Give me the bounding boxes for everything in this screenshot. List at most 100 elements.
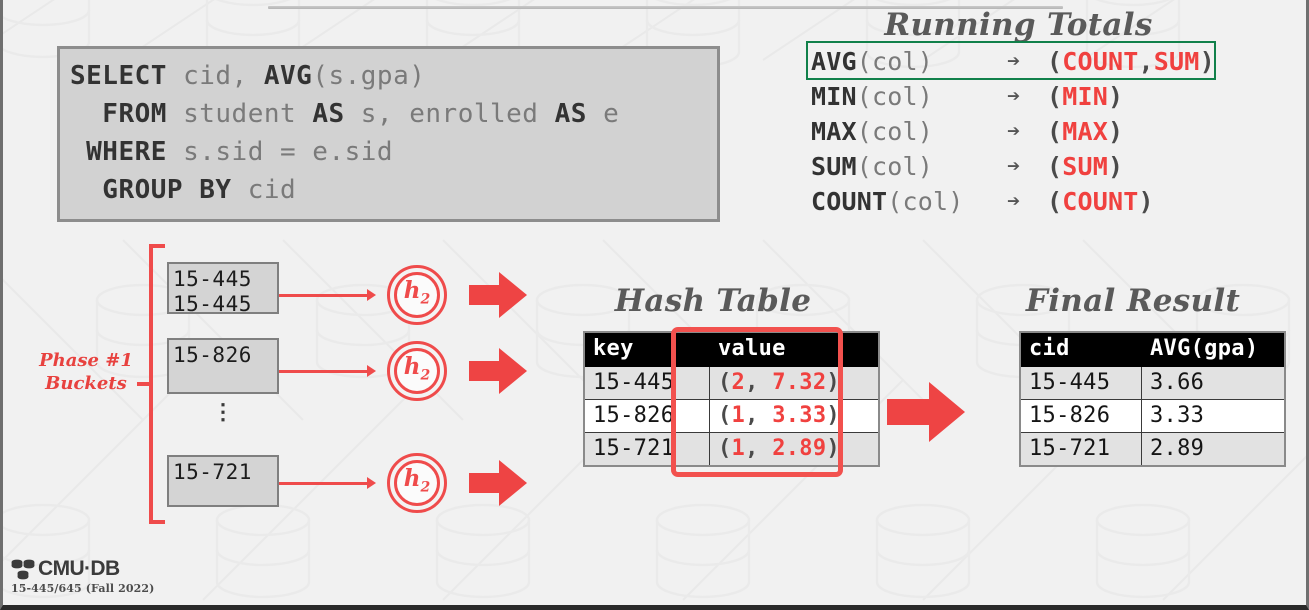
sql-line-2: WHERE s.sid = e.sid: [70, 133, 717, 171]
aggregate-fn-name: MIN: [811, 82, 857, 111]
sql-query-box: SELECT cid, AVG(s.gpa) FROM student AS s…: [57, 46, 720, 222]
hash-table: key value 15-445(2, 7.32)15-826 (1, 3.33)…: [583, 331, 880, 467]
final-result-flow-arrow: [887, 382, 965, 442]
hash-table-value-cell: (2, 7.32): [709, 366, 880, 400]
running-totals-title: Running Totals: [884, 7, 1153, 43]
running-total-row-min: MIN(col)➔(MIN): [811, 79, 1226, 114]
maps-to-arrow-icon: ➔: [1007, 119, 1021, 144]
bucket-connector-arrowhead-1: [367, 365, 376, 377]
running-sum-value: 2.89: [772, 436, 827, 461]
sql-keyword: WHERE: [70, 137, 167, 167]
running-total-part: COUNT: [1062, 47, 1139, 76]
final-result-header-row: cid AVG(gpa): [1019, 331, 1286, 367]
sql-line-3: GROUP BY cid: [70, 171, 717, 209]
phase-label-line2: Buckets: [45, 373, 127, 394]
hash-table-row: 15-721(1, 2.89): [583, 432, 880, 467]
final-result-col-avg: AVG(gpa): [1141, 331, 1286, 367]
maps-to-arrow-icon: ➔: [1007, 189, 1021, 214]
sql-keyword: GROUP BY: [70, 175, 232, 205]
database-stack-icon: [11, 559, 35, 580]
sql-identifier: student: [166, 99, 313, 129]
buckets-brace: [149, 244, 165, 524]
running-total-part: COUNT: [1062, 187, 1139, 216]
running-count-value: 1: [731, 436, 746, 461]
bucket-connector-2: [279, 482, 369, 485]
open-paren: (: [718, 436, 732, 461]
hash-function-circle-1: h2: [387, 341, 447, 401]
hash-table-key-cell: 15-826: [583, 399, 710, 433]
aggregate-fn-name: SUM: [811, 152, 857, 181]
hash-table-body: 15-445(2, 7.32)15-826 (1, 3.33) 15-721(1, …: [583, 366, 880, 467]
running-total-row-count: COUNT(col)➔(COUNT): [811, 184, 1226, 219]
running-total-row-max: MAX(col)➔ (MAX): [811, 114, 1226, 149]
sql-identifier: cid,: [166, 61, 264, 91]
close-paren: ): [1108, 82, 1124, 111]
hash-table-wrapper: key value 15-445(2, 7.32)15-826 (1, 3.33)…: [583, 327, 880, 477]
sql-keyword: AVG: [263, 61, 313, 91]
close-paren: ): [826, 370, 840, 395]
vertical-ellipsis: ⋮: [212, 400, 234, 425]
course-label: 15-445/645 (Fall 2022): [11, 582, 155, 595]
bucket-box-2: 15-721: [167, 455, 279, 507]
hash-table-value-cell: (1, 2.89): [709, 432, 880, 467]
comma: ,: [1138, 47, 1154, 76]
maps-to-arrow-icon: ➔: [1007, 84, 1021, 109]
running-total-part: MIN: [1062, 82, 1109, 111]
comma: ,: [745, 436, 773, 461]
hash-table-col-key: key: [583, 331, 710, 367]
open-paren: (: [1047, 117, 1063, 146]
running-total-row-avg: AVG(col)➔(COUNT,SUM): [811, 44, 1226, 79]
comma: ,: [745, 403, 773, 428]
hash-table-key-cell: 15-445: [583, 366, 710, 400]
running-sum-value: 3.33: [772, 403, 827, 428]
running-total-output: (COUNT): [1047, 187, 1154, 216]
running-total-output: (SUM): [1047, 152, 1123, 181]
comma: ,: [745, 370, 773, 395]
open-paren: (: [1047, 47, 1063, 76]
close-paren: ): [1199, 47, 1215, 76]
final-result-cid-cell: 15-721: [1019, 432, 1142, 467]
aggregate-fn-arg: (col): [887, 187, 964, 216]
hash-function-circle-0: h2: [387, 265, 447, 325]
bucket-0-entry-1: 15-445: [173, 292, 252, 316]
running-count-value: 1: [731, 403, 746, 428]
close-paren: ): [1108, 117, 1124, 146]
hash-circle-inner-0: h2: [394, 272, 440, 318]
sql-identifier: cid: [231, 175, 297, 205]
close-paren: ): [826, 403, 840, 428]
hash-table-row: 15-445(2, 7.32): [583, 366, 880, 400]
aggregate-fn-max: MAX(col): [811, 117, 1007, 146]
aggregate-fn-arg: (col): [856, 82, 934, 111]
hash-table-col-value: value: [709, 331, 880, 367]
running-total-part: SUM: [1153, 47, 1200, 76]
sql-line-1: FROM student AS s, enrolled AS e: [70, 95, 717, 133]
bucket-1-entry-0: 15-826: [173, 343, 252, 367]
close-paren: ): [826, 436, 840, 461]
aggregate-fn-arg: (col): [856, 47, 934, 76]
final-result-cid-cell: 15-826: [1019, 399, 1142, 433]
running-total-output: (COUNT,SUM): [1047, 47, 1215, 76]
aggregate-fn-name: COUNT: [811, 187, 888, 216]
final-result-avg-cell: 3.33: [1141, 399, 1286, 433]
hash-circle-inner-1: h2: [394, 348, 440, 394]
close-paren: ): [1138, 187, 1154, 216]
open-paren: (: [1047, 82, 1063, 111]
bucket-connector-arrowhead-2: [367, 477, 376, 489]
running-count-value: 2: [731, 370, 746, 395]
open-paren: (: [718, 403, 732, 428]
hash-table-key-cell: 15-721: [583, 432, 710, 467]
final-result-avg-cell: 3.66: [1141, 366, 1286, 400]
hash-function-label-0: h2: [403, 276, 431, 308]
aggregate-fn-arg: (col): [856, 117, 934, 146]
cmudb-logo-text: CMU·DB: [38, 557, 120, 580]
aggregate-fn-name: AVG: [811, 47, 857, 76]
flow-arrow-1: [469, 348, 527, 394]
running-total-part: MAX: [1062, 117, 1109, 146]
running-total-part: SUM: [1062, 152, 1109, 181]
